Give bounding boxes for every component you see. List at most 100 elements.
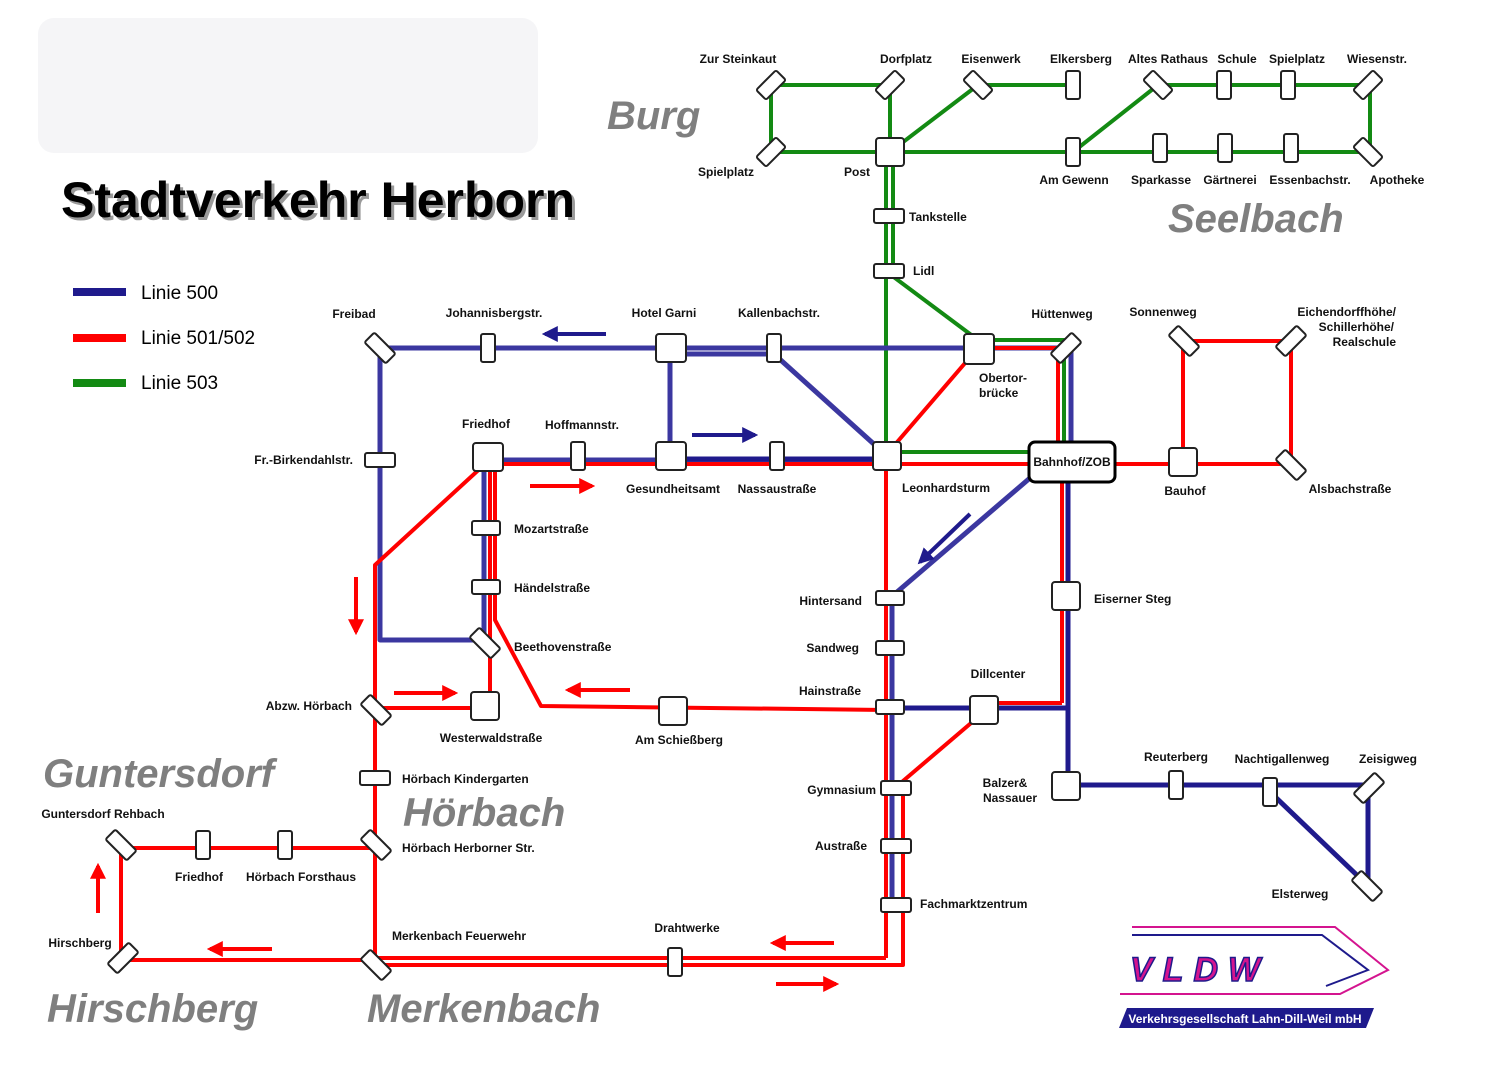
station-label: Hintersand xyxy=(799,594,862,608)
stop-marker xyxy=(1352,136,1384,168)
station-label: Westerwaldstraße xyxy=(440,731,543,745)
station-label: Zur Steinkaut xyxy=(700,52,777,66)
stop-marker xyxy=(880,897,912,913)
station-label: Spielplatz xyxy=(1269,52,1325,66)
station-label: Hörbach Forsthaus xyxy=(246,870,356,884)
stop-marker xyxy=(655,333,687,363)
station-label: Apotheke xyxy=(1370,173,1425,187)
stop-marker xyxy=(1280,70,1296,100)
station-label: Drahtwerke xyxy=(654,921,720,935)
station-label: Friedhof xyxy=(462,417,511,431)
station-label: Elkersberg xyxy=(1050,52,1112,66)
station-label: Gärtnerei xyxy=(1203,173,1256,187)
stop-marker xyxy=(658,696,688,726)
station-label: Hotel Garni xyxy=(632,306,697,320)
district-label-merkenbach: Merkenbach xyxy=(367,987,600,1031)
station-label: Hüttenweg xyxy=(1031,307,1092,321)
stop-marker xyxy=(1217,133,1233,163)
stop-marker xyxy=(1152,133,1168,163)
station-label: Freibad xyxy=(332,307,375,321)
stop-marker xyxy=(875,699,905,715)
stop-marker xyxy=(1351,870,1383,902)
station-label: Realschule xyxy=(1333,335,1397,349)
stop-marker xyxy=(471,520,501,536)
station-label: Schillerhöhe/ xyxy=(1319,320,1395,334)
station-label: Obertor- xyxy=(979,371,1027,385)
stop-marker xyxy=(873,208,905,224)
stop-marker xyxy=(1168,447,1198,477)
stop-marker xyxy=(875,640,905,656)
logo-mark: VLDW xyxy=(1130,951,1270,989)
station-label-bahnhof-zob: Bahnhof/ZOB xyxy=(1033,455,1111,469)
stop-marker xyxy=(107,942,139,974)
stop-markers xyxy=(105,69,1385,981)
stop-marker xyxy=(1275,325,1307,357)
station-label: Am Gewenn xyxy=(1039,173,1108,187)
station-label: Hirschberg xyxy=(48,936,111,950)
station-label: Nachtigallenweg xyxy=(1235,752,1330,766)
stop-marker xyxy=(875,590,905,606)
station-label: Tankstelle xyxy=(909,210,967,224)
direction-arrows xyxy=(90,326,972,992)
stop-marker xyxy=(277,830,293,860)
station-label: Reuterberg xyxy=(1144,750,1208,764)
district-label-hoerbach: Hörbach xyxy=(403,791,565,835)
stop-marker xyxy=(195,830,211,860)
station-label: Fr.-Birkendahlstr. xyxy=(254,453,353,467)
stop-marker xyxy=(962,69,994,101)
station-label: Sonnenweg xyxy=(1129,305,1196,319)
stop-marker xyxy=(769,441,785,471)
station-label: Dorfplatz xyxy=(880,52,932,66)
station-label: Austraße xyxy=(815,839,867,853)
map-title-shadow: Stadtverkehr Herborn xyxy=(64,175,578,231)
stop-marker xyxy=(360,949,392,981)
station-label: Hainstraße xyxy=(799,684,861,698)
stop-marker xyxy=(364,332,396,364)
stop-marker xyxy=(472,442,504,472)
stop-marker xyxy=(1262,777,1278,807)
station-label: Leonhardsturm xyxy=(902,481,990,495)
district-label-guntersdorf: Guntersdorf xyxy=(43,752,278,796)
station-label: Zeisigweg xyxy=(1359,752,1417,766)
station-label: Eiserner Steg xyxy=(1094,592,1171,606)
stop-marker xyxy=(1065,137,1081,167)
station-label: Hoffmannstr. xyxy=(545,418,619,432)
hub-bahnhof-zob xyxy=(1027,440,1117,484)
stop-marker xyxy=(360,694,392,726)
stop-marker xyxy=(469,627,501,659)
stop-marker xyxy=(1352,69,1384,101)
station-label: Gymnasium xyxy=(807,783,876,797)
station-label: Hörbach Herborner Str. xyxy=(402,841,535,855)
station-label: Elsterweg xyxy=(1272,887,1329,901)
stop-marker xyxy=(1275,449,1307,481)
station-label: Wiesenstr. xyxy=(1347,52,1407,66)
station-label: Eichendorffhöhe/ xyxy=(1297,305,1396,319)
station-label: Abzw. Hörbach xyxy=(266,699,352,713)
stop-marker xyxy=(480,333,496,363)
station-label: Alsbachstraße xyxy=(1309,482,1392,496)
stop-marker xyxy=(1216,70,1232,100)
stop-marker xyxy=(872,441,902,471)
stop-marker xyxy=(471,579,501,595)
district-label-seelbach: Seelbach xyxy=(1168,197,1344,241)
legend: Linie 500 Linie 501/502 Linie 503 xyxy=(73,283,255,394)
arrow-southwest-icon xyxy=(917,512,972,565)
stop-marker xyxy=(364,452,396,468)
station-label: Friedhof xyxy=(175,870,224,884)
stop-marker xyxy=(963,333,995,365)
station-label: Spielplatz xyxy=(698,165,754,179)
stop-marker xyxy=(359,770,391,786)
station-label: Balzer& xyxy=(983,776,1028,790)
station-label: Eisenwerk xyxy=(961,52,1021,66)
vldw-logo: VLDW Verkehrsgesellschaft Lahn-Dill-Weil… xyxy=(1119,926,1390,1028)
stop-marker xyxy=(570,441,586,471)
stop-marker xyxy=(875,137,905,167)
stop-marker xyxy=(1065,70,1081,100)
logo-subtitle: Verkehrsgesellschaft Lahn-Dill-Weil mbH xyxy=(1128,1012,1361,1026)
station-label: Mozartstraße xyxy=(514,522,589,536)
stop-marker xyxy=(755,69,787,101)
title-placeholder-box xyxy=(38,18,538,153)
station-label: Kallenbachstr. xyxy=(738,306,820,320)
logo-bus-outline xyxy=(1120,926,1390,995)
